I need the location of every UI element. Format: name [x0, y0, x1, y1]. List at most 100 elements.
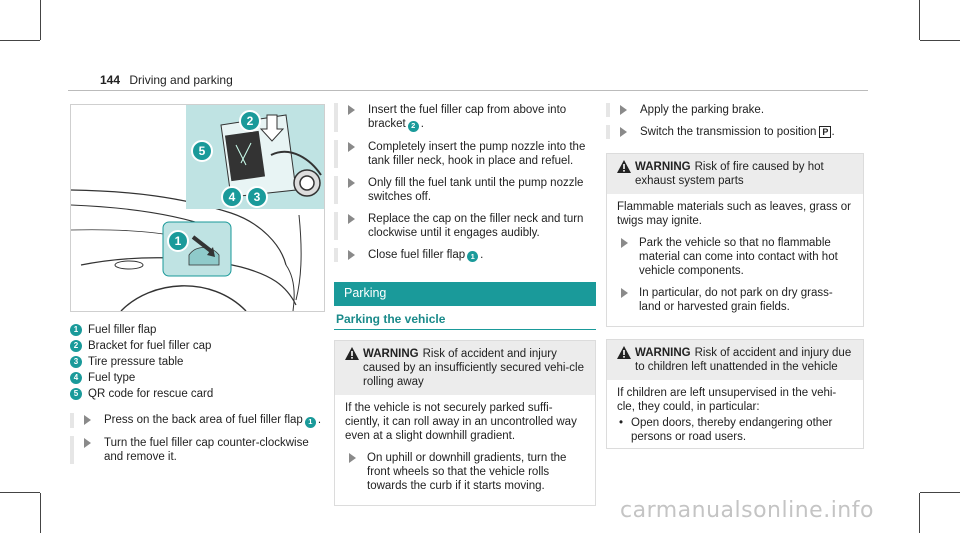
- instruction-step: Replace the cap on the filler neck and t…: [334, 211, 596, 240]
- column-1: 1 Fuel filler flap 2 Bracket for fuel fill…: [70, 323, 325, 472]
- step-text-end: .: [317, 414, 322, 426]
- callout-2: 2: [239, 110, 261, 132]
- callout-badge: 5: [70, 388, 82, 400]
- step-arrow-icon: [348, 249, 355, 260]
- callout-badge: 2: [407, 120, 419, 132]
- step-arrow-icon: [84, 437, 91, 448]
- column-2: Insert the fuel filler cap from above in…: [334, 103, 596, 506]
- legend-item: 5 QR code for rescue card: [70, 387, 325, 401]
- step-arrow-icon: [621, 238, 628, 248]
- legend-text: QR code for rescue card: [88, 388, 214, 400]
- legend-text: Tire pressure table: [88, 356, 184, 368]
- legend-item: 2 Bracket for fuel filler cap: [70, 339, 325, 353]
- crop-mark: [0, 492, 40, 493]
- step-text: Close fuel filler flap: [368, 248, 466, 261]
- instruction-step: Park the vehicle so that no flammable ma…: [617, 236, 853, 278]
- callout-badge: 1: [304, 416, 316, 428]
- crop-mark: [919, 493, 920, 533]
- step-text: In particular, do not park on dry grass-…: [639, 287, 833, 313]
- crop-mark: [40, 493, 41, 533]
- column-3: Apply the parking brake. Switch the tran…: [606, 103, 864, 449]
- crop-mark: [920, 40, 960, 41]
- instruction-step: Only fill the fuel tank until the pump n…: [334, 175, 596, 204]
- step-arrow-icon: [348, 105, 355, 115]
- step-text: Insert the fuel filler cap from above in…: [368, 104, 567, 130]
- crop-mark: [919, 0, 920, 40]
- warning-label: WARNING: [635, 161, 691, 173]
- step-text-end: .: [480, 248, 484, 261]
- warning-label: WARNING: [363, 348, 419, 360]
- callout-badge: 4: [70, 372, 82, 384]
- warning-text: If the vehicle is not securely parked su…: [345, 402, 577, 442]
- instruction-step: Turn the fuel filler cap counter-clockwi…: [70, 435, 325, 464]
- callout-badge: 1: [70, 324, 82, 336]
- instruction-step: Apply the parking brake.: [606, 103, 864, 117]
- park-position-symbol: P: [819, 126, 832, 138]
- instruction-step: On uphill or downhill gradients, turn th…: [345, 451, 585, 493]
- warning-text: Flammable materials such as leaves, gras…: [617, 201, 851, 227]
- warning-body: If children are left unsupervised in the…: [607, 380, 863, 448]
- section-title-parking: Parking: [334, 282, 596, 306]
- callout-badge: 1: [467, 251, 479, 262]
- step-text: Replace the cap on the filler neck and t…: [368, 212, 584, 239]
- warning-triangle-icon: [617, 160, 635, 188]
- chapter-title: Driving and parking: [129, 73, 233, 87]
- step-text: Turn the fuel filler cap counter-clockwi…: [104, 436, 309, 463]
- legend-text: Bracket for fuel filler cap: [88, 340, 212, 352]
- step-text: Press on the back area of fuel filler fl…: [104, 414, 303, 426]
- step-arrow-icon: [84, 415, 91, 425]
- legend-item: 3 Tire pressure table: [70, 355, 325, 369]
- watermark: carmanualsonline.info: [620, 498, 874, 523]
- step-text: Completely insert the pump nozzle into t…: [368, 140, 586, 167]
- crop-mark: [920, 492, 960, 493]
- step-text-end: .: [831, 126, 835, 138]
- step-text-end: .: [420, 118, 424, 130]
- warning-body: If the vehicle is not securely parked su…: [335, 395, 595, 505]
- legend-item: 1 Fuel filler flap: [70, 323, 325, 337]
- callout-4: 4: [221, 186, 243, 208]
- legend-text: Fuel type: [88, 372, 136, 384]
- step-arrow-icon: [348, 141, 355, 152]
- instruction-step: Insert the fuel filler cap from above in…: [334, 103, 596, 132]
- callout-badge: 3: [70, 356, 82, 368]
- warning-label: WARNING: [635, 347, 691, 359]
- legend-text: Fuel filler flap: [88, 324, 157, 336]
- step-arrow-icon: [620, 127, 627, 137]
- bullet-item: Open doors, thereby endangering other pe…: [617, 416, 853, 444]
- instruction-step: Completely insert the pump nozzle into t…: [334, 139, 596, 168]
- step-text: On uphill or downhill gradients, turn th…: [367, 452, 567, 492]
- step-arrow-icon: [349, 453, 356, 463]
- step-arrow-icon: [348, 177, 355, 188]
- callout-3: 3: [246, 186, 268, 208]
- step-arrow-icon: [620, 105, 627, 115]
- step-text: Apply the parking brake.: [640, 104, 765, 116]
- crop-mark: [40, 0, 41, 40]
- step-text: Only fill the fuel tank until the pump n…: [368, 176, 584, 203]
- legend-item: 4 Fuel type: [70, 371, 325, 385]
- instruction-step: In particular, do not park on dry grass-…: [617, 286, 853, 314]
- page-header: 144 Driving and parking: [100, 73, 233, 87]
- callout-5: 5: [191, 140, 213, 162]
- legend-list: 1 Fuel filler flap 2 Bracket for fuel fill…: [70, 323, 325, 401]
- step-text: Park the vehicle so that no flammable ma…: [639, 237, 838, 277]
- warning-triangle-icon: [617, 346, 635, 374]
- subheading-parking-vehicle: Parking the vehicle: [334, 306, 596, 330]
- warning-body: Flammable materials such as leaves, gras…: [607, 194, 863, 326]
- step-arrow-icon: [348, 213, 355, 224]
- step-arrow-icon: [621, 288, 628, 298]
- warning-title: Risk of accident and injury caused by an…: [363, 348, 584, 388]
- header-divider: [68, 90, 868, 91]
- warning-triangle-icon: [345, 347, 363, 389]
- warning-title: Risk of fire caused by hot exhaust syste…: [635, 161, 824, 187]
- callout-badge: 2: [70, 340, 82, 352]
- fuel-filler-illustration: 2 5 4 3 1: [70, 104, 325, 312]
- page-number: 144: [100, 73, 121, 87]
